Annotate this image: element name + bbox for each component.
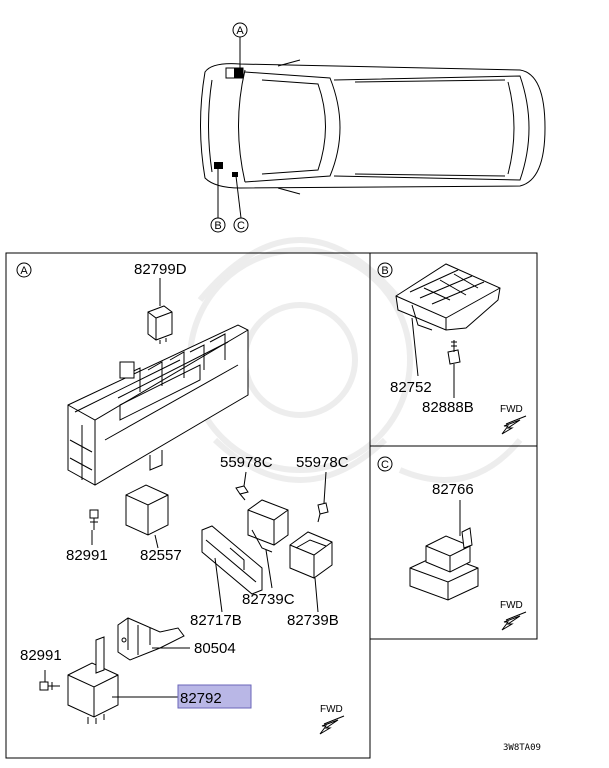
part-82888b-label[interactable]: 82888B	[422, 399, 474, 416]
fwd-arrow-c: FWD	[500, 600, 527, 631]
part-82717b-label[interactable]: 82717B	[190, 612, 242, 629]
panel-a-frame	[5, 252, 371, 759]
part-80504-label[interactable]: 80504	[194, 640, 236, 657]
screw-82991-left	[89, 509, 99, 545]
relay-82557	[125, 484, 169, 536]
relay-82766	[409, 527, 479, 601]
svg-text:C: C	[237, 220, 245, 232]
part-55978c-label-2[interactable]: 55978C	[296, 454, 349, 471]
relay-82739b	[289, 531, 333, 579]
panel-b-id: B	[377, 262, 393, 278]
vehicle-top-view	[200, 59, 546, 195]
part-82557-label[interactable]: 82557	[140, 547, 182, 564]
bolt-82888b	[447, 340, 461, 365]
panel-c-id: C	[377, 456, 393, 472]
holder-82752	[395, 263, 501, 331]
part-82792-highlight[interactable]	[177, 684, 252, 709]
part-82752-label[interactable]: 82752	[390, 379, 432, 396]
part-82792-label[interactable]: 82792	[180, 690, 222, 707]
relay-box	[67, 324, 249, 486]
part-82766-label[interactable]: 82766	[432, 481, 474, 498]
part-82991-bottom-label[interactable]: 82991	[20, 647, 62, 664]
svg-text:FWD: FWD	[320, 704, 343, 715]
screw-82991-bottom	[39, 670, 60, 691]
screw-55978c-2	[317, 471, 329, 523]
part-82739b-label[interactable]: 82739B	[287, 612, 339, 629]
panel-a-id: A	[16, 262, 32, 278]
relay-82792	[67, 636, 119, 724]
callout-c: C	[233, 175, 249, 233]
fwd-arrow-b: FWD	[500, 404, 527, 435]
part-82739c-label[interactable]: 82739C	[242, 591, 295, 608]
part-82991-label[interactable]: 82991	[66, 547, 108, 564]
part-55978c-label-1[interactable]: 55978C	[220, 454, 273, 471]
screw-55978c-1	[235, 471, 249, 501]
svg-text:B: B	[381, 265, 388, 277]
svg-text:B: B	[214, 220, 221, 232]
svg-text:C: C	[381, 459, 389, 471]
fwd-arrow-a: FWD	[319, 704, 345, 735]
relay-82799d	[147, 305, 173, 344]
svg-text:FWD: FWD	[500, 600, 523, 611]
bracket-82717b	[201, 525, 263, 595]
svg-text:FWD: FWD	[500, 404, 523, 415]
relay-82739c	[247, 499, 289, 553]
callout-a: A	[232, 22, 248, 68]
part-82799d-label[interactable]: 82799D	[134, 261, 187, 278]
diagram-code: 3W8TA09	[503, 743, 541, 753]
watermark-emblem	[187, 237, 523, 483]
panel-c-frame	[369, 445, 538, 640]
svg-text:A: A	[236, 25, 244, 37]
svg-text:A: A	[20, 265, 28, 277]
callout-b: B	[210, 168, 226, 233]
bracket-80504	[117, 617, 185, 661]
